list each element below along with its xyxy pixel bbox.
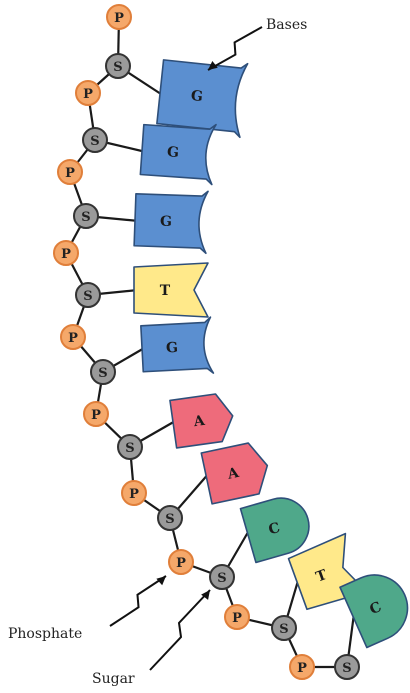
phosphate-letter: P	[61, 247, 71, 262]
sugar-letter: S	[279, 622, 288, 637]
sugar-letter: S	[83, 289, 92, 304]
phosphate-letter: P	[91, 408, 101, 423]
base-a: A	[201, 440, 272, 504]
phosphate-letter: P	[65, 166, 75, 181]
base-g: G	[141, 317, 214, 377]
sugar-letter: S	[81, 210, 90, 225]
base-letter: G	[190, 88, 204, 105]
phosphate-letter: P	[114, 11, 124, 26]
sugar-letter: S	[165, 512, 174, 527]
sugar-letter: S	[98, 366, 107, 381]
sugar-letter: S	[217, 571, 226, 586]
base-letter: G	[166, 340, 179, 357]
sugar-letter: S	[342, 661, 351, 676]
sugar-letter: S	[90, 134, 99, 149]
phosphate-letter: P	[232, 611, 242, 626]
bases-arrow	[208, 27, 262, 70]
phosphate-letter: P	[176, 556, 186, 571]
sugar-letter: S	[125, 441, 134, 456]
base-t: T	[134, 263, 208, 317]
base-g: G	[140, 120, 216, 185]
phosphate-letter: P	[297, 661, 307, 676]
phosphate-arrow	[110, 576, 166, 626]
base-g: G	[156, 55, 247, 137]
base-letter: T	[160, 283, 171, 299]
label-bases: Bases	[266, 17, 307, 33]
label-sugar: Sugar	[92, 671, 135, 687]
base-shape	[134, 263, 208, 317]
sugar-letter: S	[113, 60, 122, 75]
base-a: A	[170, 392, 236, 448]
base-letter: G	[160, 214, 173, 230]
phosphate-letter: P	[68, 331, 78, 346]
base-g: G	[134, 189, 208, 253]
label-phosphate: Phosphate	[8, 626, 82, 642]
phosphate-letter: P	[129, 487, 139, 502]
phosphate-letter: P	[83, 87, 93, 102]
base-letter: G	[166, 144, 179, 161]
sugar-arrow	[150, 590, 210, 670]
